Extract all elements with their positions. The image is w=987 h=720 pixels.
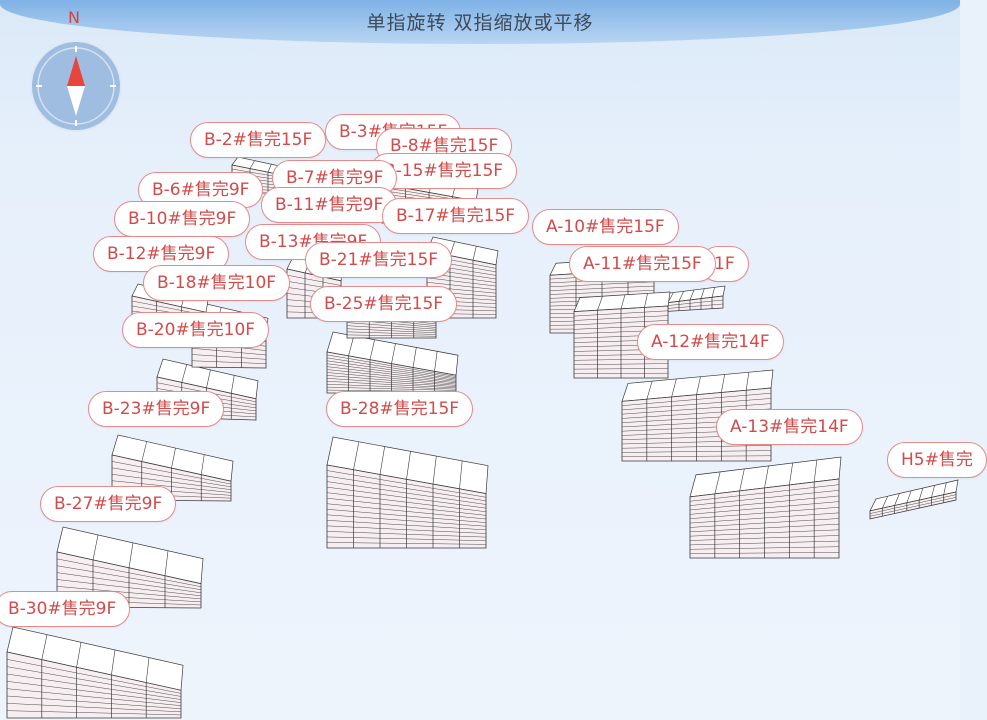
- compass-north-label: N: [68, 8, 80, 27]
- gesture-hint: 单指旋转 双指缩放或平移: [366, 12, 594, 34]
- building-label-b2[interactable]: B-2#售完15F: [190, 122, 327, 158]
- building-h5[interactable]: [868, 478, 960, 523]
- building-a13[interactable]: [688, 455, 848, 560]
- building-a11-wing[interactable]: [655, 284, 730, 314]
- building-label-a13[interactable]: A-13#售完14F: [716, 409, 863, 445]
- building-label-a10[interactable]: A-10#售完15F: [532, 209, 679, 245]
- building-label-b21[interactable]: B-21#售完15F: [305, 242, 453, 278]
- building-b30[interactable]: [5, 625, 205, 720]
- compass-icon[interactable]: [30, 40, 122, 132]
- building-label-b17[interactable]: B-17#售完15F: [382, 198, 530, 234]
- building-label-a11[interactable]: A-11#售完15F: [569, 246, 716, 282]
- building-label-b20[interactable]: B-20#售完10F: [122, 312, 270, 348]
- building-label-b11[interactable]: B-11#售完9F: [261, 187, 398, 223]
- building-label-b27[interactable]: B-27#售完9F: [40, 486, 177, 522]
- compass-needle-icon: [36, 46, 116, 126]
- building-b25[interactable]: [325, 330, 460, 395]
- building-label-b10[interactable]: B-10#售完9F: [114, 201, 251, 237]
- building-b28[interactable]: [325, 435, 490, 550]
- building-label-b30[interactable]: B-30#售完9F: [0, 591, 131, 627]
- building-label-b18[interactable]: B-18#售完10F: [143, 265, 291, 301]
- building-label-b23[interactable]: B-23#售完9F: [88, 391, 225, 427]
- building-label-b28[interactable]: B-28#售完15F: [326, 391, 474, 427]
- building-label-h5[interactable]: H5#售完: [887, 442, 987, 478]
- building-label-a12[interactable]: A-12#售完14F: [637, 324, 784, 360]
- building-label-b25[interactable]: B-25#售完15F: [310, 286, 458, 322]
